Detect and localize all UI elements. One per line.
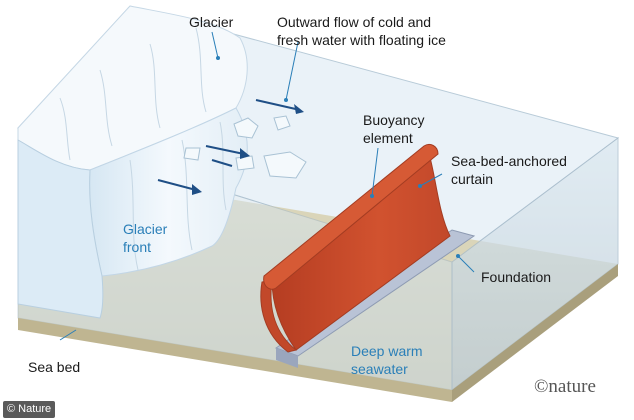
publisher-watermark: ©nature xyxy=(534,376,596,397)
curtain xyxy=(271,149,451,351)
label-outward-flow: Outward flow of cold and fresh water wit… xyxy=(277,14,446,48)
label-deep-warm-seawater: Deep warm seawater xyxy=(351,343,423,377)
label-glacier: Glacier xyxy=(189,14,234,30)
credit-badge: © Nature xyxy=(3,401,56,418)
sea-bed-right xyxy=(452,264,618,402)
leader-dots xyxy=(216,56,460,258)
label-foundation: Foundation xyxy=(481,269,552,285)
floating-ice xyxy=(183,115,307,179)
glacier-crevasses xyxy=(59,27,227,271)
label-curtain: Sea-bed-anchored curtain xyxy=(451,153,567,187)
curtain-edge xyxy=(260,279,298,353)
label-sea-bed: Sea bed xyxy=(28,359,81,375)
buoyancy-tube xyxy=(263,143,439,290)
leader-lines xyxy=(59,31,475,341)
flow-arrows xyxy=(157,99,304,195)
glacier-front-face xyxy=(17,139,104,319)
sea-bed-front xyxy=(18,318,452,402)
label-glacier-front: Glacier front xyxy=(123,221,168,255)
label-buoyancy-element: Buoyancy element xyxy=(363,112,425,146)
foundation-side xyxy=(276,348,298,368)
